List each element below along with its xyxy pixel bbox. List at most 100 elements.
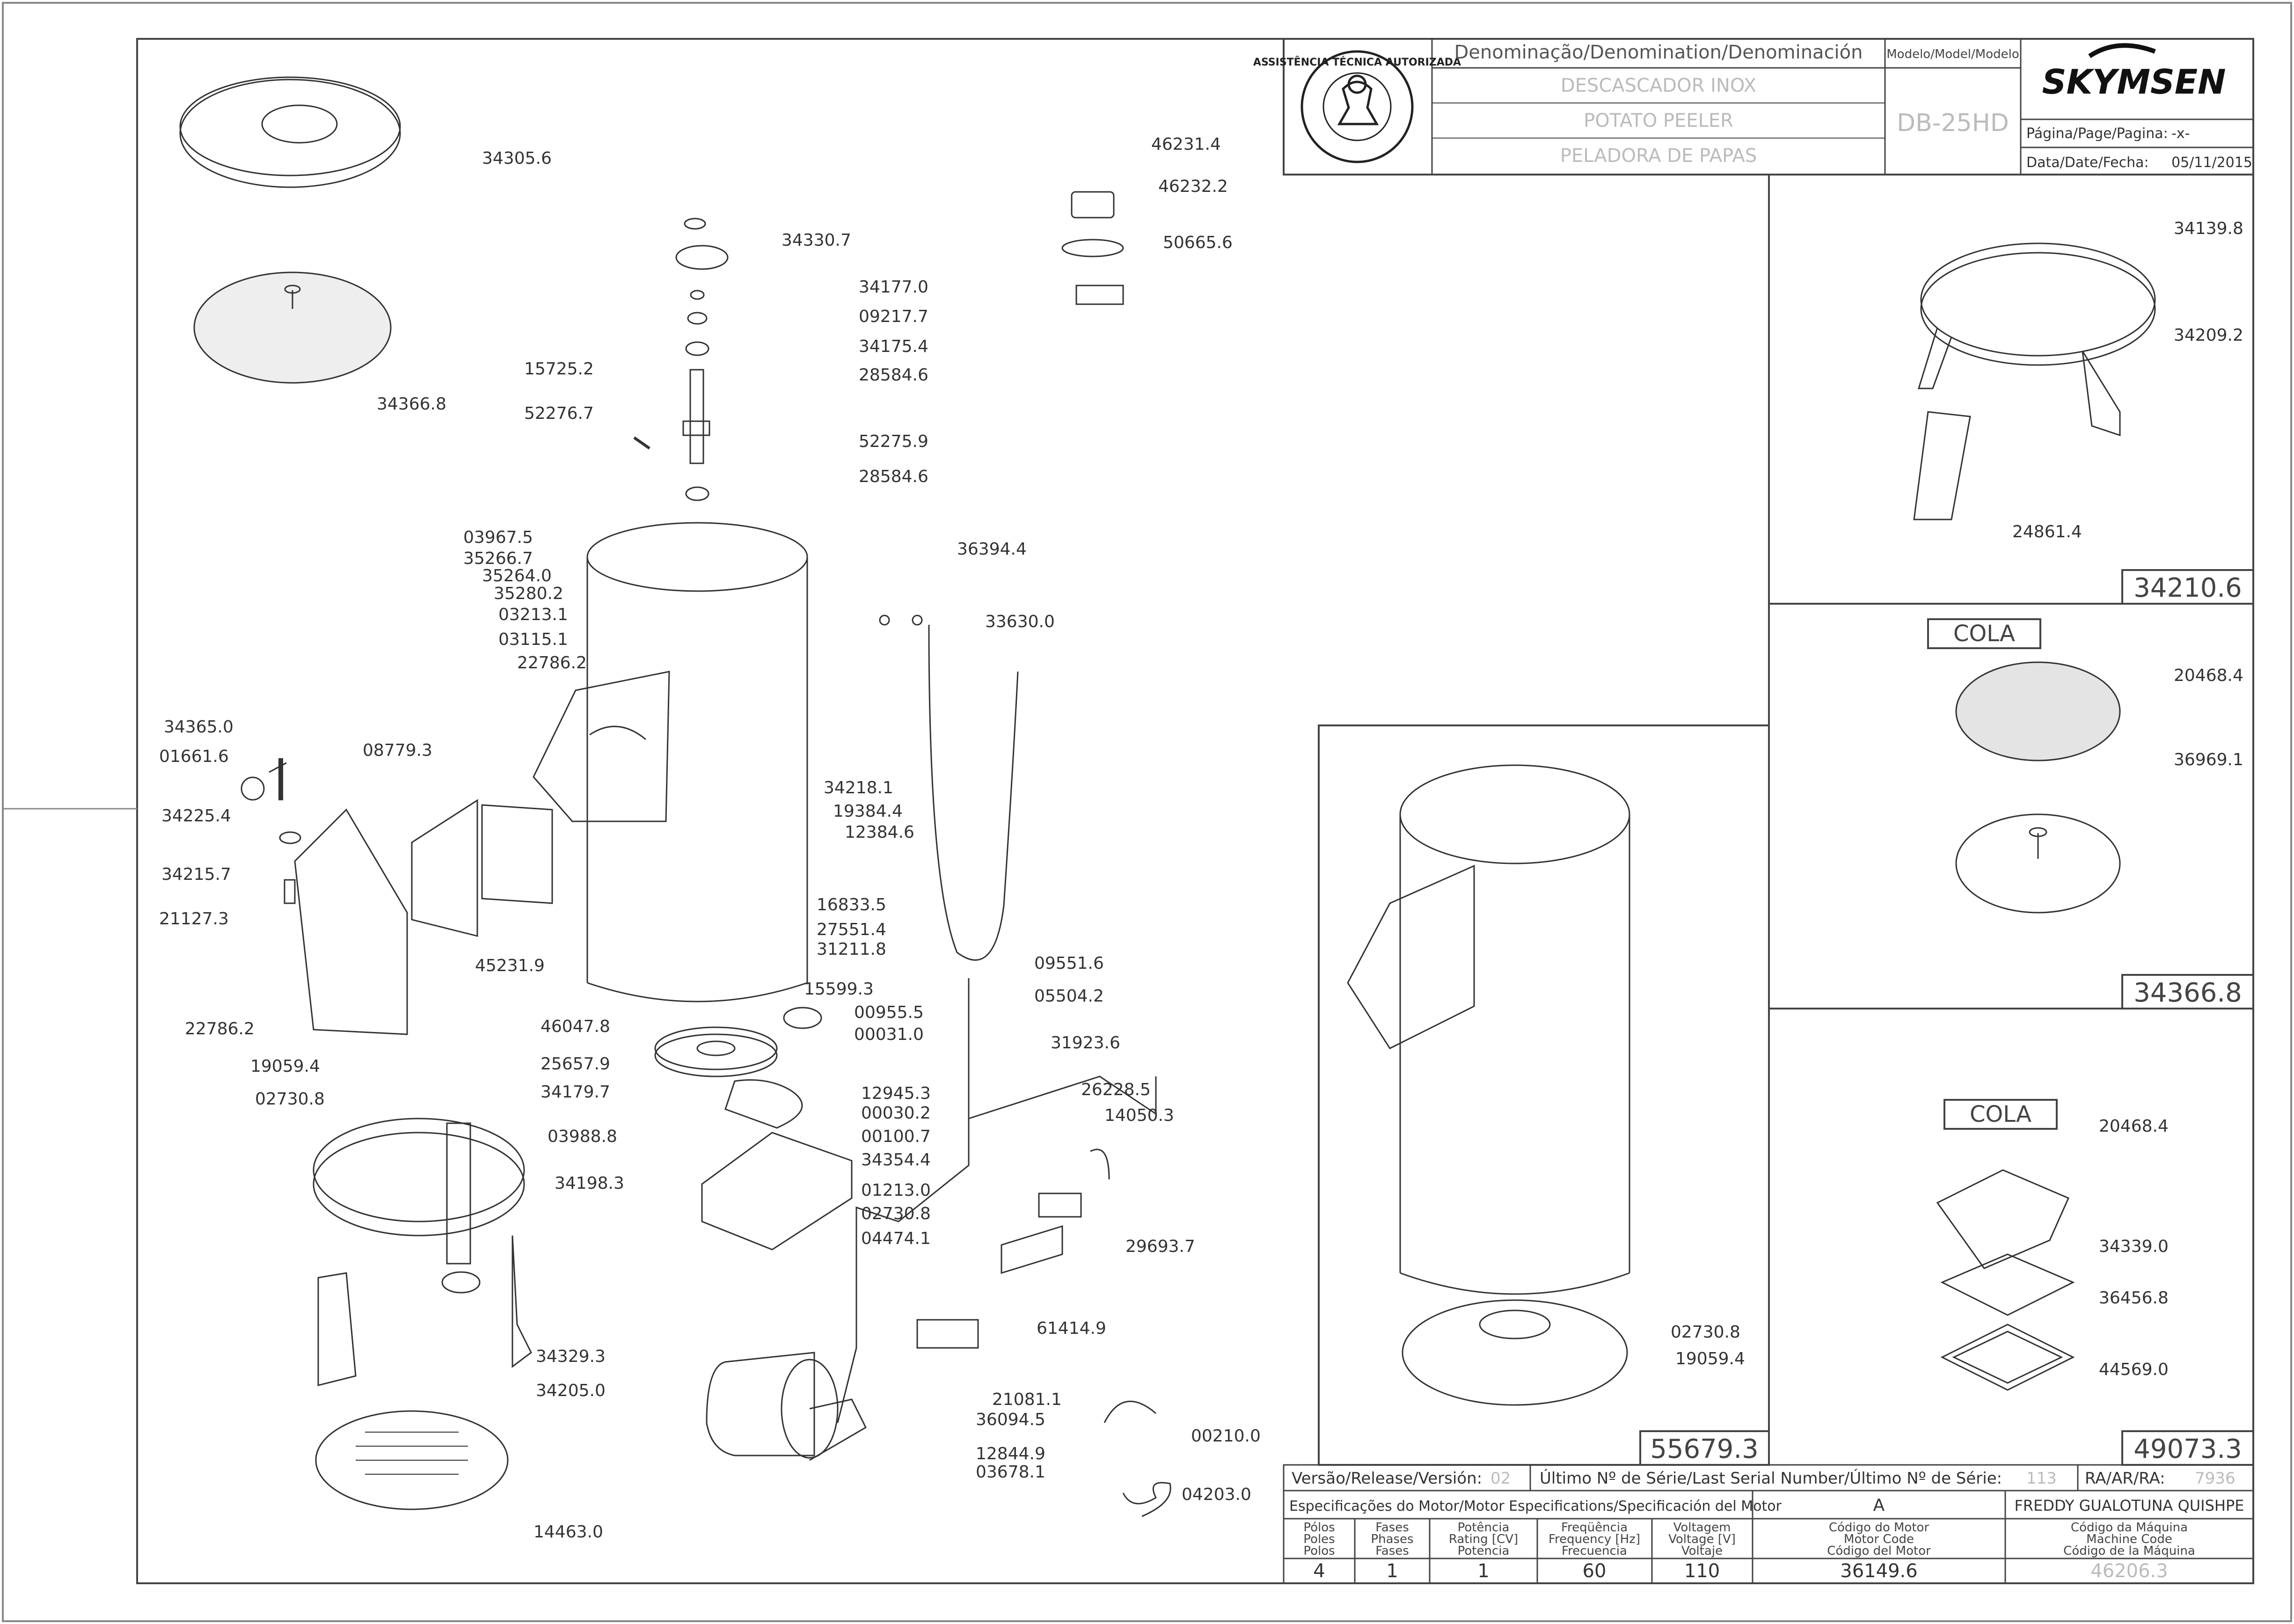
part-label: 03988.8 — [548, 1127, 617, 1146]
part-label: 34179.7 — [541, 1083, 610, 1102]
rating-value: 1 — [1477, 1560, 1489, 1582]
part-label: 24861.4 — [2012, 522, 2082, 541]
lid-code: 49073.3 — [2133, 1434, 2242, 1464]
part-label: 03967.5 — [463, 528, 533, 547]
page-label: Página/Page/Pagina: — [2026, 125, 2168, 142]
part-label: 09551.6 — [1034, 954, 1104, 973]
part-label: 25657.9 — [541, 1054, 610, 1074]
part-label: 08779.3 — [363, 741, 432, 760]
denomination-header: Denominação/Denomination/Denominación — [1454, 42, 1863, 63]
part-label: 02730.8 — [255, 1090, 325, 1109]
part-label: 12384.6 — [845, 823, 914, 842]
version-label: Versão/Release/Versión: — [1292, 1469, 1482, 1488]
part-label: 15725.2 — [524, 359, 594, 379]
ra-label: RA/AR/RA: — [2085, 1469, 2165, 1488]
part-label: 19059.4 — [1675, 1349, 1745, 1368]
part-label: 01213.0 — [861, 1181, 931, 1200]
svg-text:Voltage [V]: Voltage [V] — [1668, 1532, 1736, 1546]
part-label: 46047.8 — [541, 1017, 610, 1036]
part-label: 03678.1 — [976, 1463, 1045, 1482]
part-label: 21081.1 — [992, 1390, 1062, 1409]
svg-text:Poles: Poles — [1303, 1532, 1335, 1546]
serial-label: Último Nº de Série/Last Serial Number/Úl… — [1540, 1469, 2002, 1488]
svg-text:Potência: Potência — [1458, 1521, 1510, 1535]
part-label: 02730.8 — [1671, 1323, 1740, 1342]
frequency-value: 60 — [1583, 1560, 1607, 1582]
part-label: 20468.4 — [2099, 1117, 2169, 1136]
part-label: 21127.3 — [159, 909, 229, 929]
part-label: 15599.3 — [804, 980, 874, 999]
frame-code: 34210.6 — [2133, 573, 2242, 603]
part-label: 22786.2 — [185, 1019, 255, 1039]
model-header: Modelo/Model/Modelo — [1886, 47, 2019, 61]
drawing-frame — [136, 38, 2254, 1584]
date-label: Data/Date/Fecha: — [2026, 154, 2149, 171]
serial-value: 113 — [2026, 1469, 2057, 1488]
part-label: 52276.7 — [524, 404, 594, 423]
svg-text:Potencia: Potencia — [1458, 1544, 1510, 1558]
part-label: 36456.8 — [2099, 1288, 2169, 1308]
svg-text:Fases: Fases — [1375, 1544, 1409, 1558]
svg-text:Machine Code: Machine Code — [2086, 1532, 2172, 1546]
svg-text:Rating [CV]: Rating [CV] — [1449, 1532, 1518, 1546]
lid-detail — [1936, 1169, 2075, 1391]
part-label: 09217.7 — [859, 307, 928, 326]
part-label: 34177.0 — [859, 278, 928, 297]
body-code: 55679.3 — [1650, 1434, 1759, 1464]
part-label: 02730.8 — [861, 1204, 931, 1223]
part-label: 44569.0 — [2099, 1360, 2169, 1379]
part-label: 20468.4 — [2174, 666, 2243, 685]
part-label: 14463.0 — [533, 1522, 603, 1542]
part-labels: 34305.6 34366.8 34330.7 34177.0 09217.7 … — [159, 135, 2243, 1542]
part-label: 04203.0 — [1182, 1485, 1251, 1504]
part-label: 26228.5 — [1081, 1080, 1151, 1099]
part-label: 52275.9 — [859, 432, 928, 451]
part-label: 34354.4 — [861, 1150, 931, 1170]
part-label: 34215.7 — [161, 865, 231, 884]
part-label: 36094.5 — [976, 1410, 1045, 1429]
motor-spec-columns: Pólos Poles Polos 4 Fases Phases Fases 1… — [1303, 1521, 2195, 1582]
svg-text:Código da Máquina: Código da Máquina — [2071, 1521, 2188, 1535]
footer-table — [1283, 1464, 2254, 1584]
part-label: 28584.6 — [859, 366, 928, 385]
detail-panels — [1318, 175, 2254, 1466]
svg-text:Código de la Máquina: Código de la Máquina — [2063, 1544, 2195, 1558]
date-value: 05/11/2015 — [2171, 154, 2252, 171]
brand-logo: SKYMSEN — [2042, 43, 2226, 102]
motor-spec-title: Especificações do Motor/Motor Especifica… — [1289, 1498, 1782, 1514]
revision: A — [1873, 1496, 1885, 1515]
part-label: 29693.7 — [1125, 1237, 1195, 1256]
svg-text:Phases: Phases — [1371, 1532, 1413, 1546]
part-label: 46232.2 — [1158, 177, 1228, 196]
voltage-value: 110 — [1684, 1560, 1720, 1582]
part-label: 33630.0 — [985, 612, 1055, 631]
part-label: 00030.2 — [861, 1104, 931, 1123]
part-label: 28584.6 — [859, 467, 928, 486]
svg-text:Polos: Polos — [1303, 1544, 1335, 1558]
part-label: 31211.8 — [817, 940, 886, 959]
part-label: 31923.6 — [1051, 1033, 1120, 1053]
page-value: -x- — [2171, 125, 2190, 142]
part-label: 34329.3 — [536, 1347, 606, 1366]
svg-text:Freqüência: Freqüência — [1561, 1521, 1628, 1535]
part-label: 22786.2 — [517, 653, 587, 673]
part-label: 27551.4 — [817, 920, 886, 939]
body-detail — [1347, 764, 1630, 1406]
part-label: 46231.4 — [1151, 135, 1221, 154]
stamp-text: ASSISTÊNCIA TÉCNICA AUTORIZADA — [1253, 56, 1461, 68]
part-label: 34218.1 — [824, 778, 893, 797]
part-label: 19059.4 — [250, 1057, 320, 1076]
title-block: ASSISTÊNCIA TÉCNICA AUTORIZADA Denominaç… — [1253, 38, 2254, 176]
disc-detail — [1955, 661, 2121, 914]
part-label: 36394.4 — [957, 540, 1027, 559]
svg-text:Motor Code: Motor Code — [1844, 1532, 1914, 1546]
author: FREDDY GUALOTUNA QUISHPE — [2015, 1497, 2244, 1514]
part-label: 34365.0 — [164, 717, 234, 737]
part-label: 34366.8 — [377, 395, 446, 414]
svg-text:Código del Motor: Código del Motor — [1827, 1544, 1931, 1558]
part-label: 00210.0 — [1191, 1426, 1261, 1446]
part-label: 50665.6 — [1163, 233, 1233, 252]
part-label: 04474.1 — [861, 1229, 931, 1248]
